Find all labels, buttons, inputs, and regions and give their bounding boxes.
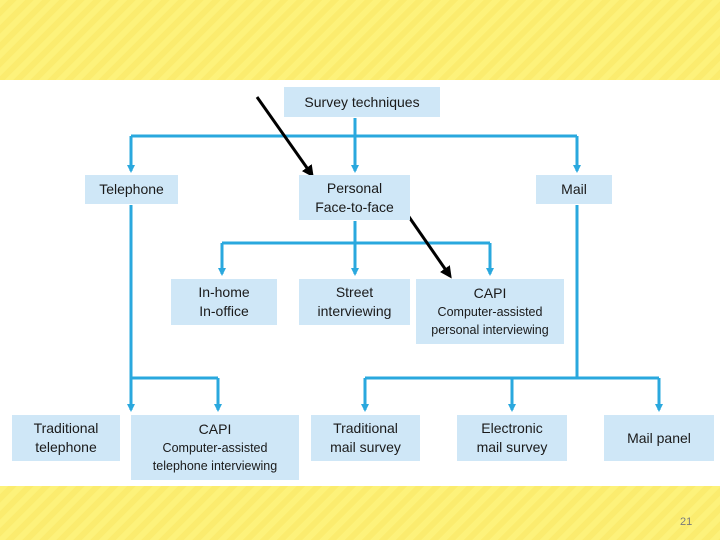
node-in-home: In-home In-office [171,279,277,325]
annotation-arrow-personal [255,96,314,178]
slide-number: 21 [680,516,693,528]
node-label: telephone [35,439,97,455]
node-label: Mail panel [627,429,691,446]
node-label: Street [335,284,374,300]
node-label: In-home [198,284,250,300]
node-traditional-telephone: Traditional telephone [12,415,120,461]
node-label: Personal [326,179,383,196]
node-label: Computer-assisted [162,441,268,455]
node-traditional-mail-survey: Traditional mail survey [311,415,420,461]
node-survey-techniques: Survey techniques [284,87,440,117]
node-label: telephone interviewing [152,459,278,473]
node-label: Traditional [33,420,99,436]
node-title: CAPI [473,285,507,301]
node-label: In-office [199,303,249,319]
node-label: Electronic [481,420,543,436]
node-label: mail survey [476,439,548,455]
node-label: Mail [561,181,587,197]
footer-band [0,486,720,540]
node-capi-personal: CAPI Computer-assisted personal intervie… [416,279,564,344]
node-telephone: Telephone [85,175,178,204]
node-title: CAPI [198,421,232,437]
node-electronic-mail-survey: Electronic mail survey [457,415,567,461]
node-capi-telephone: CAPI Computer-assisted telephone intervi… [131,415,299,480]
node-personal: Personal Face-to-face [299,175,410,220]
node-label: Traditional [333,420,398,436]
node-label: personal interviewing [431,323,549,337]
node-mail: Mail [536,175,612,204]
node-label: Computer-assisted [437,305,543,319]
node-label: Face-to-face [315,198,394,215]
node-mail-panel: Mail panel [604,415,714,461]
node-label: Telephone [99,181,164,197]
node-label: mail survey [330,439,401,455]
node-street: Street interviewing [299,279,410,325]
node-label: interviewing [317,303,392,319]
header-band [0,0,720,80]
node-label: Survey techniques [304,93,420,110]
